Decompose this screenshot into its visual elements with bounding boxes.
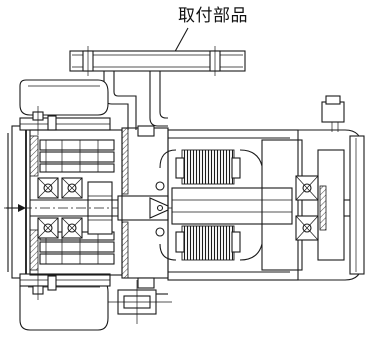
arrow-right-icon <box>18 204 26 212</box>
mounting-parts-label: 取付部品 <box>178 6 248 26</box>
mounting-bracket <box>69 46 246 130</box>
motor-stator <box>155 129 299 281</box>
left-hub-frame <box>7 106 111 300</box>
bottom-sensor <box>108 280 172 324</box>
gear-reducer <box>29 129 123 276</box>
rear-end-cap <box>298 95 365 281</box>
main-shaft <box>4 195 176 221</box>
